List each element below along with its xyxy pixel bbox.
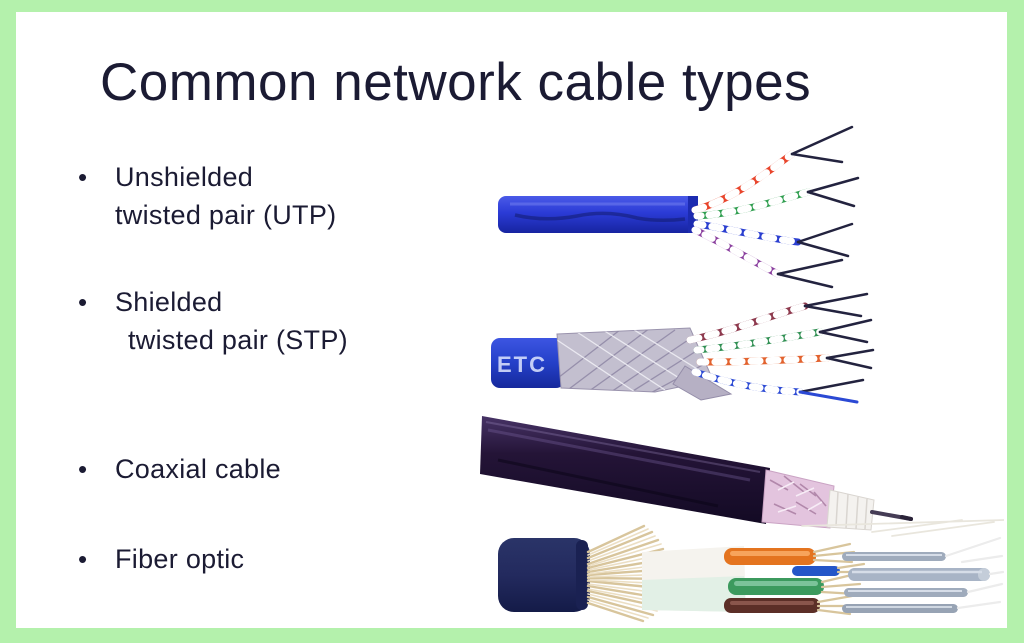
bullet-dot-icon: • <box>78 454 88 484</box>
stp-jacket: ETC <box>491 338 565 388</box>
page-title: Common network cable types <box>100 53 812 112</box>
bullet-dot-icon: • <box>78 287 88 317</box>
utp-cable-image <box>498 125 860 289</box>
stp-twisted-pairs <box>686 292 875 404</box>
bullet-item-fiber: • Fiber optic <box>78 540 244 578</box>
coax-braid <box>761 469 835 529</box>
stp-cable-image: ETC <box>491 292 875 404</box>
coaxial-cable-image <box>480 416 913 531</box>
coax-dielectric <box>826 489 875 531</box>
bullet-dot-icon: • <box>78 162 88 192</box>
fiber-optic-cable-image <box>498 519 1004 623</box>
bullet-text: Unshielded twisted pair (UTP) <box>115 158 336 234</box>
bullet-line: twisted pair (UTP) <box>115 200 337 230</box>
fiber-core <box>642 546 746 612</box>
fiber-buffer-tubes <box>724 542 868 616</box>
fiber-jacket <box>498 538 590 612</box>
bullet-item-stp: • Shielded twisted pair (STP) <box>78 283 348 359</box>
bullet-dot-icon: • <box>78 544 88 574</box>
bullet-line: Unshielded <box>115 162 254 192</box>
stp-jacket-label: ETC <box>497 352 547 377</box>
fiber-thin-strands <box>801 519 1004 610</box>
bullet-item-utp: • Unshielded twisted pair (UTP) <box>78 158 336 234</box>
bullet-item-coaxial: • Coaxial cable <box>78 450 281 488</box>
coax-jacket <box>480 416 770 524</box>
coax-center-pin <box>870 510 913 521</box>
title-container: Common network cable types <box>100 52 900 118</box>
bullet-line: Shielded <box>115 287 223 317</box>
fiber-ferrule-rods <box>842 552 990 613</box>
utp-jacket <box>498 196 698 233</box>
bullet-text: Shielded twisted pair (STP) <box>115 283 348 359</box>
bullet-line: twisted pair (STP) <box>128 325 348 355</box>
fiber-kevlar-fan <box>586 524 672 623</box>
stp-shield-braid <box>556 327 733 401</box>
bullet-text: Fiber optic <box>115 540 244 578</box>
bullet-text: Coaxial cable <box>115 450 281 488</box>
bullet-line: Fiber optic <box>115 544 245 574</box>
bullet-line: Coaxial cable <box>115 454 281 484</box>
utp-twisted-pairs <box>691 125 860 289</box>
